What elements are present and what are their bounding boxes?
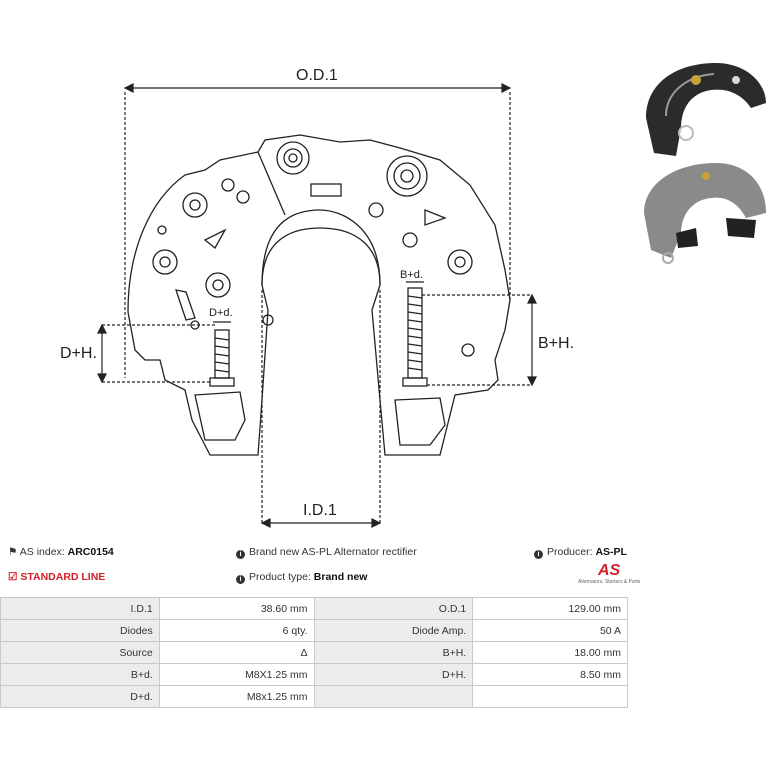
dh-label: D+H. (60, 345, 97, 362)
spec-value: 129.00 mm (472, 597, 628, 620)
producer-value: AS-PL (595, 546, 627, 558)
table-row: D+d.M8x1.25 mm (0, 685, 628, 708)
product-photo-bottom (644, 163, 766, 264)
info-icon: i (534, 550, 543, 559)
as-index-label: AS index: (19, 546, 65, 558)
standard-line-text: STANDARD LINE (20, 571, 106, 583)
od-label: O.D.1 (296, 67, 338, 84)
logo-mark: AS (598, 562, 621, 579)
standard-line: ☑ STANDARD LINE (8, 571, 105, 583)
spec-key: Diodes (0, 619, 160, 642)
tag-icon: ⚑ (8, 546, 18, 558)
bd-label: B+d. (400, 269, 423, 281)
product-type-value: Brand new (313, 571, 368, 583)
brand-logo: AS Alternators, Starters & Parts (578, 562, 641, 586)
product-type: i Product type: Brand new (236, 571, 367, 584)
dd-label: D+d. (209, 307, 233, 319)
spec-value: 18.00 mm (472, 641, 628, 664)
description-text: Brand new AS-PL Alternator rectifier (249, 546, 417, 558)
spec-key: B+H. (313, 641, 474, 664)
spec-key: Source (0, 641, 160, 664)
info-icon: i (236, 575, 245, 584)
spec-value (472, 685, 628, 708)
technical-drawing: O.D.1 I.D.1 D+H. B+H. D+d. B+d. (60, 67, 574, 528)
product-type-label: Product type: (249, 571, 311, 583)
spec-key: D+H. (313, 663, 474, 686)
spec-value: 38.60 mm (158, 597, 315, 620)
product-photo-top (646, 63, 766, 156)
spec-value: 6 qty. (158, 619, 315, 642)
spec-key: O.D.1 (313, 597, 474, 620)
spec-key: Diode Amp. (313, 619, 474, 642)
spec-value: Δ (158, 641, 315, 664)
producer: i Producer: AS-PL (534, 546, 627, 559)
spec-key: D+d. (0, 685, 160, 708)
as-index-value: ARC0154 (67, 546, 114, 558)
checkbox-icon: ☑ (8, 571, 18, 583)
producer-label: Producer: (547, 546, 593, 558)
info-icon: i (236, 550, 245, 559)
bh-label: B+H. (538, 335, 574, 352)
as-index: ⚑ AS index: ARC0154 (8, 546, 114, 558)
id-label: I.D.1 (303, 502, 337, 519)
spec-key: I.D.1 (0, 597, 160, 620)
spec-key: B+d. (0, 663, 160, 686)
spec-value: 8.50 mm (472, 663, 628, 686)
spec-value: M8x1.25 mm (158, 685, 315, 708)
description: i Brand new AS-PL Alternator rectifier (236, 546, 417, 559)
spec-value: M8X1.25 mm (158, 663, 315, 686)
spec-value: 50 A (472, 619, 628, 642)
spec-key (313, 685, 474, 708)
logo-tagline: Alternators, Starters & Parts (578, 579, 641, 585)
